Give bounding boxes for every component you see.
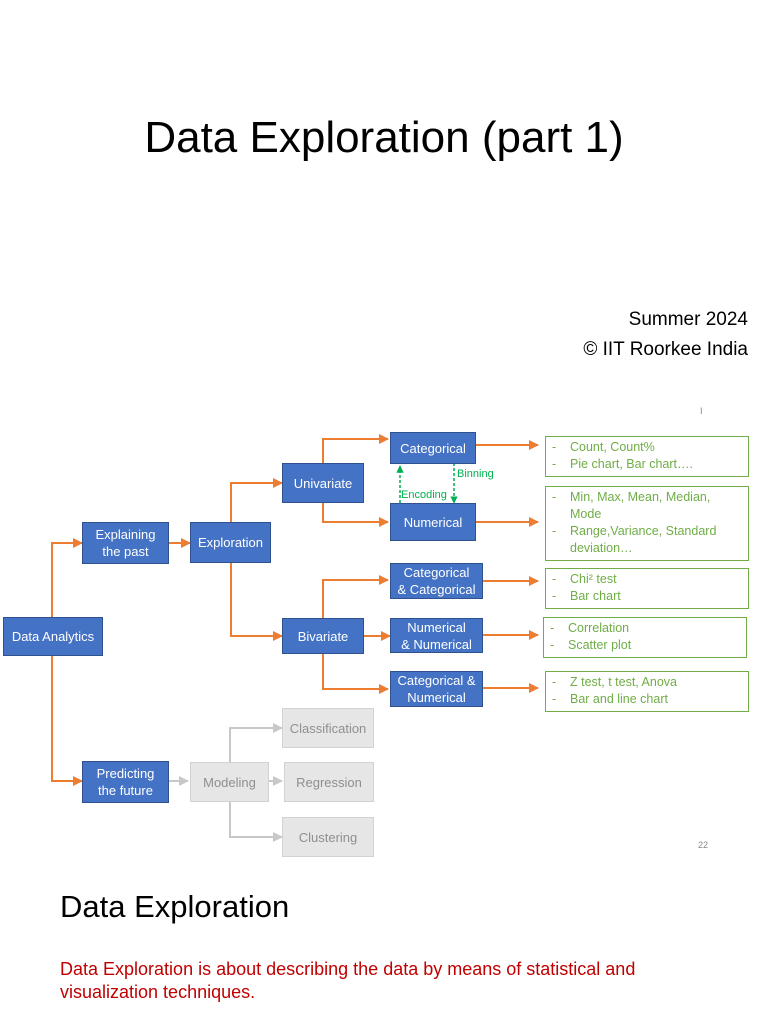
- node-data-analytics: Data Analytics: [3, 617, 103, 656]
- node-clustering: Clustering: [282, 817, 374, 857]
- node-numerical-numerical: Numerical & Numerical: [390, 618, 483, 653]
- output-numerical-numerical: -Correlation -Scatter plot: [543, 617, 747, 658]
- node-exploration: Exploration: [190, 522, 271, 563]
- slide-title: Data Exploration (part 1): [144, 113, 624, 162]
- node-modeling: Modeling: [190, 762, 269, 802]
- node-categorical-categorical: Categorical & Categorical: [390, 563, 483, 599]
- node-categorical: Categorical: [390, 432, 476, 464]
- node-numerical: Numerical: [390, 503, 476, 541]
- node-explaining-the-past: Explaining the past: [82, 522, 169, 564]
- output-text: Correlation: [568, 621, 630, 635]
- output-text: Bar and line chart: [570, 692, 668, 706]
- output-text: Bar chart: [570, 589, 621, 603]
- node-predicting-the-future: Predicting the future: [82, 761, 169, 803]
- node-categorical-numerical: Categorical & Numerical: [390, 671, 483, 707]
- output-text: Pie chart, Bar chart….: [570, 457, 693, 471]
- output-text: Scatter plot: [568, 638, 632, 652]
- output-text: Z test, t test, Anova: [570, 675, 677, 689]
- output-numerical: -Min, Max, Mean, Median, Mode -Range,Var…: [545, 486, 749, 561]
- node-classification: Classification: [282, 708, 374, 748]
- node-regression: Regression: [284, 762, 374, 802]
- output-text: Count, Count%: [570, 440, 655, 454]
- node-bivariate: Bivariate: [282, 618, 364, 654]
- output-text: Min, Max, Mean, Median, Mode: [570, 490, 711, 521]
- output-categorical: -Count, Count% -Pie chart, Bar chart….: [545, 436, 749, 477]
- output-categorical-categorical: -Chi² test -Bar chart: [545, 568, 749, 609]
- page-number: 22: [698, 840, 709, 850]
- section-heading: Data Exploration: [60, 889, 290, 924]
- encoding-label: Encoding: [401, 489, 447, 501]
- output-categorical-numerical: -Z test, t test, Anova -Bar and line cha…: [545, 671, 749, 712]
- output-text: Range,Variance, Standard deviation…: [570, 524, 717, 555]
- subtitle-term: Summer 2024: [628, 309, 748, 330]
- output-text: Chi² test: [570, 572, 617, 586]
- binning-label: Binning: [457, 468, 494, 480]
- node-univariate: Univariate: [282, 463, 364, 503]
- subtitle-institution: © IIT Roorkee India: [583, 339, 748, 360]
- section-description: Data Exploration is about describing the…: [60, 959, 636, 1002]
- slide-mark: I: [700, 406, 703, 416]
